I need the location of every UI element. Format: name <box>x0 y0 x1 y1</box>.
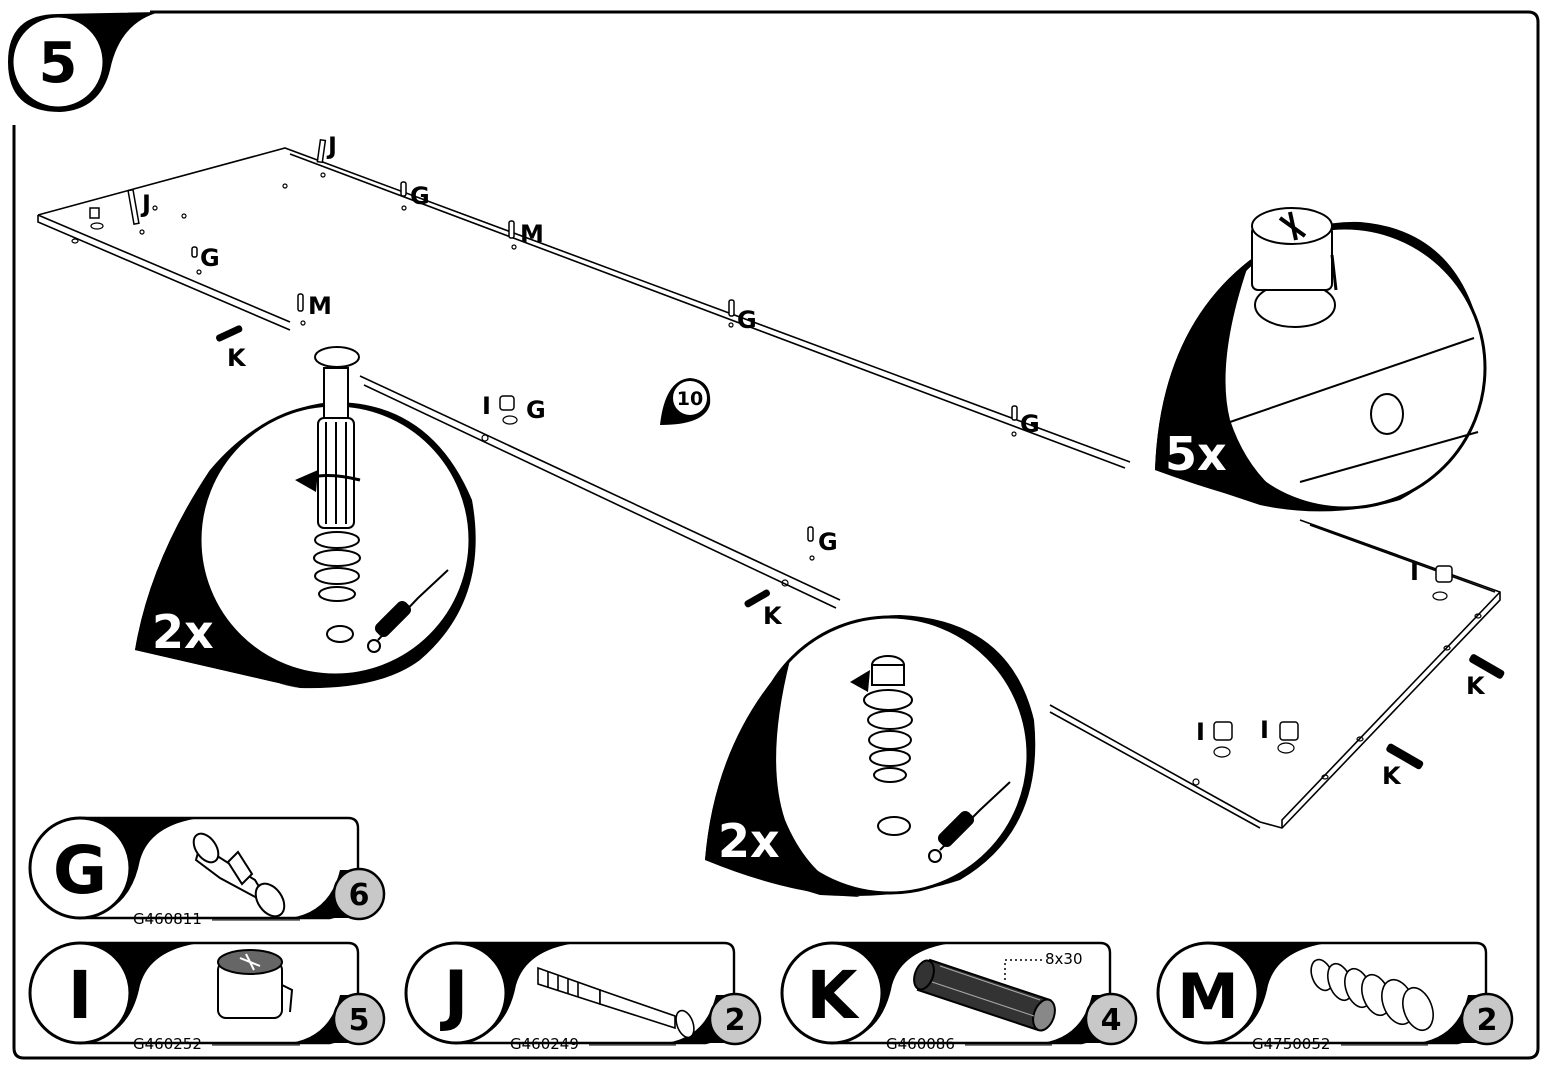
board-holes <box>71 172 1482 786</box>
part-code: G460252 <box>133 1035 202 1053</box>
label-k: K <box>763 602 783 630</box>
label-j: J <box>140 190 151 218</box>
label-g: G <box>200 244 220 272</box>
part-letter: J <box>440 957 469 1034</box>
callout-cam-lock: 5x <box>1155 207 1487 512</box>
part-code: G4750052 <box>1252 1035 1330 1053</box>
wood-dowel-icon <box>192 832 286 918</box>
label-k: K <box>227 344 247 372</box>
cam-bolt-icon <box>313 346 361 602</box>
part-code: G460811 <box>133 910 202 928</box>
label-i: I <box>482 392 491 420</box>
part-letter: I <box>68 957 93 1034</box>
callout-count: 2x <box>718 814 780 868</box>
fluted-dowel-icon <box>913 958 1056 1032</box>
label-i: I <box>1260 716 1269 744</box>
label-g: G <box>737 306 757 334</box>
part-card-j: J G460249 2 <box>404 941 762 1053</box>
part-dimension: 8x30 <box>1045 950 1083 968</box>
screwdriver-icon <box>928 781 1011 863</box>
part-letter: M <box>1177 960 1239 1033</box>
label-i: I <box>1196 718 1205 746</box>
label-g: G <box>526 396 546 424</box>
screwdriver-icon <box>367 569 449 653</box>
label-k: K <box>1382 762 1402 790</box>
connector-insert-detail-icon <box>863 655 913 783</box>
step-number: 5 <box>39 31 78 96</box>
step-badge: 5 <box>8 12 160 112</box>
page-frame <box>12 10 1540 1060</box>
part-quantity: 2 <box>1477 1003 1498 1038</box>
callout-insert: 2x <box>705 615 1036 897</box>
center-marker: 10 <box>660 378 711 425</box>
board-hardware <box>89 138 1453 741</box>
part-card-k: K 8x30 G460086 4 <box>780 941 1138 1053</box>
label-k: K <box>1466 672 1486 700</box>
callout-count: 5x <box>1165 427 1227 481</box>
connector-insert-icon <box>1310 958 1434 1032</box>
part-letter: K <box>806 957 860 1034</box>
board-labels: J J G G M M K G I G G G K I K I I K <box>140 132 1486 790</box>
board-pegs <box>216 325 1505 770</box>
part-card-m: M G4750052 2 <box>1156 941 1514 1053</box>
label-m: M <box>308 292 332 320</box>
label-m: M <box>520 220 544 248</box>
part-quantity: 5 <box>349 1003 370 1038</box>
part-card-i: I G460252 5 <box>28 941 386 1053</box>
part-quantity: 2 <box>725 1003 746 1038</box>
label-i: I <box>1410 558 1419 586</box>
label-g: G <box>818 528 838 556</box>
part-quantity: 6 <box>349 878 370 913</box>
label-j: J <box>326 132 337 160</box>
part-quantity: 4 <box>1101 1003 1122 1038</box>
label-g: G <box>410 182 430 210</box>
callout-count: 2x <box>152 605 214 659</box>
cam-lock-detail-icon <box>1251 207 1338 291</box>
center-marker-number: 10 <box>677 388 703 410</box>
board-panel <box>37 147 1501 829</box>
part-code: G460086 <box>886 1035 955 1053</box>
label-g: G <box>1020 410 1040 438</box>
cam-bolt-icon <box>537 966 695 1039</box>
cam-lock-icon <box>217 949 294 1019</box>
part-code: G460249 <box>510 1035 579 1053</box>
part-card-g: G G460811 6 <box>28 816 386 928</box>
part-letter: G <box>53 832 107 909</box>
callout-cam-bolt: 2x <box>135 346 476 689</box>
